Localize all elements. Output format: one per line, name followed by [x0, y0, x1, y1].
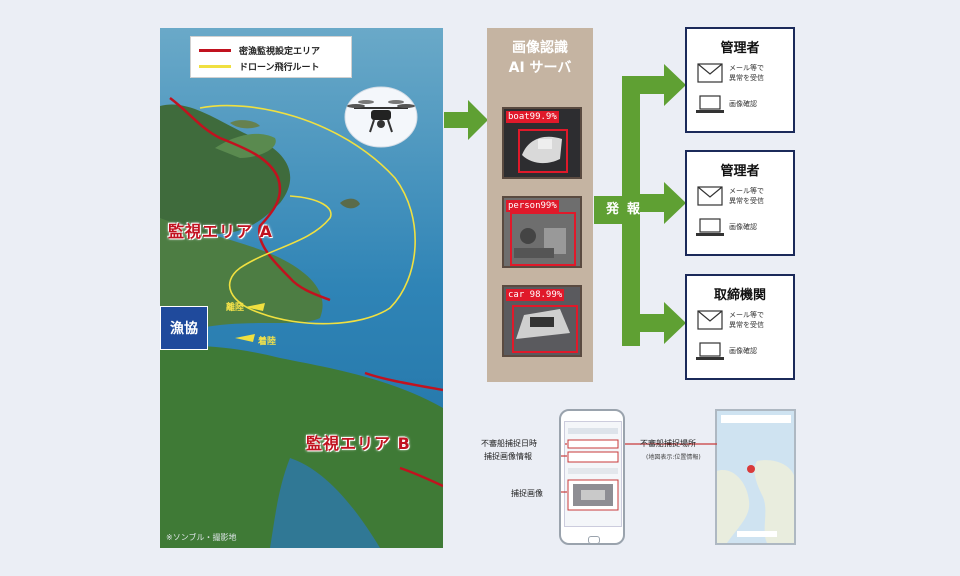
- image-check-text: 画像確認: [729, 347, 757, 355]
- mail-text: メール等で異常を受信: [729, 64, 764, 82]
- takeoff-label: 離陸: [226, 303, 245, 313]
- detection-box: [512, 305, 578, 353]
- fishery-coop-label: 漁協: [160, 306, 208, 350]
- laptop-icon: [696, 342, 724, 360]
- mail-icon: [697, 63, 723, 83]
- image-check-text: 画像確認: [729, 100, 757, 108]
- ai-title-line1: 画像認識: [512, 40, 568, 56]
- smartphone-screen: [564, 421, 622, 527]
- detection-thumb-person: person99%: [502, 196, 582, 268]
- legend-label: ドローン飛行ルート: [239, 63, 320, 73]
- annotation-location-sub: (地図表示:位置情報): [646, 454, 701, 461]
- mail-text: メール等で異常を受信: [729, 311, 764, 329]
- legend-item-drone-route: ドローン飛行ルート: [199, 60, 320, 73]
- recipient-box-manager-1: 管理者 メール等で異常を受信 画像確認: [685, 27, 795, 133]
- laptop-icon: [696, 95, 724, 113]
- detection-box: [510, 212, 576, 266]
- detection-thumb-car: car 98.99%: [502, 285, 582, 357]
- legend-item-monitor-area: 密漁監視設定エリア: [199, 44, 320, 57]
- arrow-right-icon: [444, 100, 488, 144]
- annotation-captured-image: 捕捉画像: [511, 489, 543, 498]
- laptop-icon: [696, 218, 724, 236]
- landing-label: 着陸: [258, 337, 277, 347]
- recipient-box-manager-2: 管理者 メール等で異常を受信 画像確認: [685, 150, 795, 256]
- recipient-title: 管理者: [720, 164, 760, 179]
- red-line-swatch: [199, 49, 231, 52]
- legend-label: 密漁監視設定エリア: [239, 47, 321, 57]
- yellow-line-swatch: [199, 65, 231, 68]
- home-button: [588, 536, 600, 544]
- ai-server-title: 画像認識 AI サーバ: [487, 38, 593, 78]
- area-label-b: 監視エリア B: [306, 434, 411, 453]
- recipient-title: 取締機関: [713, 288, 766, 303]
- annotation-location: 不審船捕捉場所: [640, 439, 696, 448]
- annotation-image-info: 捕捉画像情報: [484, 452, 532, 461]
- mail-icon: [697, 310, 723, 330]
- detection-thumb-boat: boat99.9%: [502, 107, 582, 179]
- notify-arrows: [594, 62, 686, 352]
- drone-icon: [344, 86, 418, 148]
- map-legend: 密漁監視設定エリア ドローン飛行ルート: [190, 36, 352, 78]
- area-label-a: 監視エリア A: [168, 222, 273, 241]
- recipient-title: 管理者: [720, 41, 760, 56]
- detection-tag: person99%: [506, 200, 559, 212]
- mail-text: メール等で異常を受信: [729, 187, 764, 205]
- notify-label: 発報: [606, 202, 649, 217]
- recipient-box-enforcement: 取締機関 メール等で異常を受信 画像確認: [685, 274, 795, 380]
- annotation-datetime: 不審船捕捉日時: [481, 439, 537, 448]
- detection-tag: car 98.99%: [506, 289, 565, 301]
- detection-box: [518, 129, 568, 173]
- detection-tag: boat99.9%: [506, 111, 559, 123]
- mail-icon: [697, 186, 723, 206]
- annotation-lines: [515, 432, 725, 506]
- ai-title-line2: AI サーバ: [508, 60, 572, 76]
- location-map-screenshot: [715, 409, 796, 545]
- photo-caption: ※ソンブル・撮影地: [166, 533, 237, 542]
- image-check-text: 画像確認: [729, 223, 757, 231]
